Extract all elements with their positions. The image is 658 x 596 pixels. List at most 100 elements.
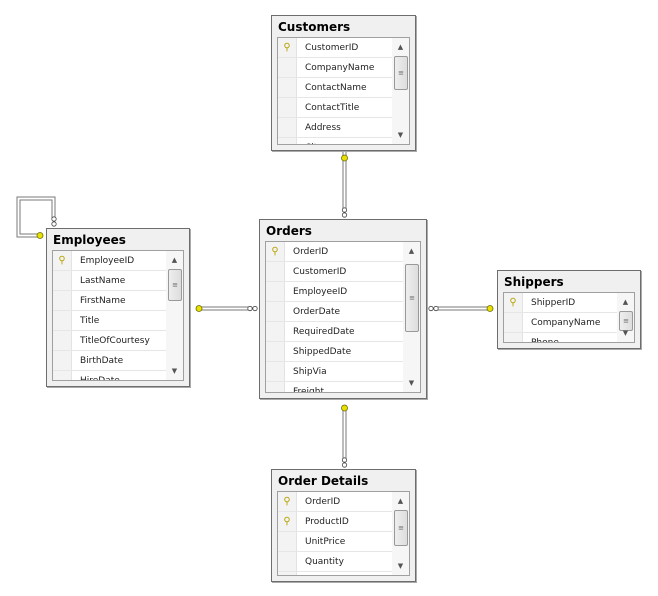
row-selector[interactable]	[53, 291, 72, 310]
scroll-up-icon[interactable]: ▲	[397, 497, 404, 505]
rel-orders-employees[interactable]	[196, 306, 252, 311]
column-row[interactable]: LastName	[53, 271, 166, 291]
infinity-end-icon	[341, 207, 348, 213]
column-row[interactable]: ContactTitle	[278, 98, 392, 118]
scroll-thumb[interactable]: ≡	[394, 510, 408, 546]
scroll-thumb[interactable]: ≡	[619, 311, 633, 331]
key-end-icon	[341, 404, 348, 412]
column-row[interactable]: Title	[53, 311, 166, 331]
row-selector[interactable]	[278, 138, 297, 144]
column-row[interactable]: UnitPrice	[278, 532, 392, 552]
rel-employees-self[interactable]	[16, 196, 56, 238]
row-selector[interactable]: ⚲	[278, 512, 297, 531]
column-row[interactable]: ShipVia	[266, 362, 403, 382]
row-selector[interactable]	[278, 58, 297, 77]
column-row[interactable]: Quantity	[278, 552, 392, 572]
row-selector[interactable]	[266, 262, 285, 281]
primary-key-icon: ⚲	[283, 496, 291, 507]
row-selector[interactable]	[278, 572, 297, 575]
column-name: TitleOfCourtesy	[80, 335, 150, 346]
row-selector[interactable]	[53, 271, 72, 290]
row-selector[interactable]	[53, 311, 72, 330]
rel-orders-shippers[interactable]	[438, 306, 490, 311]
column-row[interactable]: TitleOfCourtesy	[53, 331, 166, 351]
row-selector[interactable]: ⚲	[53, 251, 72, 270]
column-row[interactable]: EmployeeID	[266, 282, 403, 302]
column-row[interactable]: CompanyName	[504, 313, 617, 333]
row-selector[interactable]	[278, 552, 297, 571]
scrollbar[interactable]: ▲ ≡ ▼	[392, 492, 409, 575]
row-selector[interactable]	[53, 331, 72, 350]
row-selector[interactable]	[278, 118, 297, 137]
row-selector[interactable]	[266, 362, 285, 381]
column-row[interactable]: Freight	[266, 382, 403, 392]
row-selector[interactable]	[278, 532, 297, 551]
scrollbar[interactable]: ▲ ≡ ▼	[392, 38, 409, 144]
column-row[interactable]: Discount	[278, 572, 392, 575]
scroll-down-icon[interactable]: ▼	[397, 562, 404, 570]
column-row[interactable]: CustomerID	[266, 262, 403, 282]
table-title: Order Details	[278, 474, 369, 488]
scroll-thumb[interactable]: ≡	[405, 264, 419, 332]
column-row[interactable]: CompanyName	[278, 58, 392, 78]
row-selector[interactable]: ⚲	[278, 38, 297, 57]
row-selector[interactable]: ⚲	[504, 293, 523, 312]
scroll-thumb[interactable]: ≡	[394, 56, 408, 90]
scroll-up-icon[interactable]: ▲	[408, 247, 415, 255]
scroll-up-icon[interactable]: ▲	[622, 298, 629, 306]
column-row[interactable]: RequiredDate	[266, 322, 403, 342]
scroll-up-icon[interactable]: ▲	[397, 43, 404, 51]
row-selector[interactable]	[53, 351, 72, 370]
column-row[interactable]: ⚲ ShipperID	[504, 293, 617, 313]
scrollbar[interactable]: ▲ ≡ ▼	[166, 251, 183, 380]
row-selector[interactable]	[266, 382, 285, 392]
row-selector[interactable]	[266, 302, 285, 321]
column-name: City	[297, 143, 323, 145]
column-row[interactable]: BirthDate	[53, 351, 166, 371]
column-row[interactable]: ContactName	[278, 78, 392, 98]
column-row[interactable]: ShippedDate	[266, 342, 403, 362]
row-selector[interactable]	[266, 342, 285, 361]
scrollbar[interactable]: ▲ ≡ ▼	[403, 242, 420, 392]
column-row[interactable]: City	[278, 138, 392, 145]
column-name: ShipperID	[531, 297, 576, 308]
row-selector[interactable]	[266, 322, 285, 341]
scroll-down-icon[interactable]: ▼	[171, 367, 178, 375]
primary-key-icon: ⚲	[58, 255, 66, 266]
row-selector[interactable]: ⚲	[266, 242, 285, 261]
row-selector[interactable]	[278, 78, 297, 97]
column-row[interactable]: Phone	[504, 333, 617, 342]
column-row[interactable]: Address	[278, 118, 392, 138]
column-row[interactable]: FirstName	[53, 291, 166, 311]
row-selector[interactable]	[266, 282, 285, 301]
infinity-end-icon	[428, 305, 434, 312]
row-selector[interactable]	[504, 313, 523, 332]
row-selector[interactable]	[278, 98, 297, 117]
scroll-up-icon[interactable]: ▲	[171, 256, 178, 264]
scroll-thumb[interactable]: ≡	[168, 269, 182, 301]
scroll-down-icon[interactable]: ▼	[408, 379, 415, 387]
column-name: Quantity	[305, 556, 344, 567]
column-row[interactable]: ⚲CustomerID	[278, 38, 392, 58]
column-name: LastName	[80, 275, 126, 286]
row-selector[interactable]	[53, 371, 72, 380]
column-row[interactable]: ⚲EmployeeID	[53, 251, 166, 271]
row-selector[interactable]	[504, 333, 523, 342]
scroll-down-icon[interactable]: ▼	[397, 131, 404, 139]
rel-orders-customers[interactable]	[342, 152, 347, 212]
column-row[interactable]: ⚲ProductID	[278, 512, 392, 532]
column-row[interactable]: ⚲OrderID	[266, 242, 403, 262]
row-selector[interactable]: ⚲	[278, 492, 297, 511]
column-row[interactable]: HireDate	[53, 371, 166, 380]
rel-orders-order-details[interactable]	[342, 405, 347, 462]
column-row[interactable]: ⚲OrderID	[278, 492, 392, 512]
scroll-down-icon[interactable]: ▼	[622, 329, 629, 337]
scrollbar[interactable]: ▲ ≡▼	[617, 293, 634, 342]
column-row[interactable]: OrderDate	[266, 302, 403, 322]
